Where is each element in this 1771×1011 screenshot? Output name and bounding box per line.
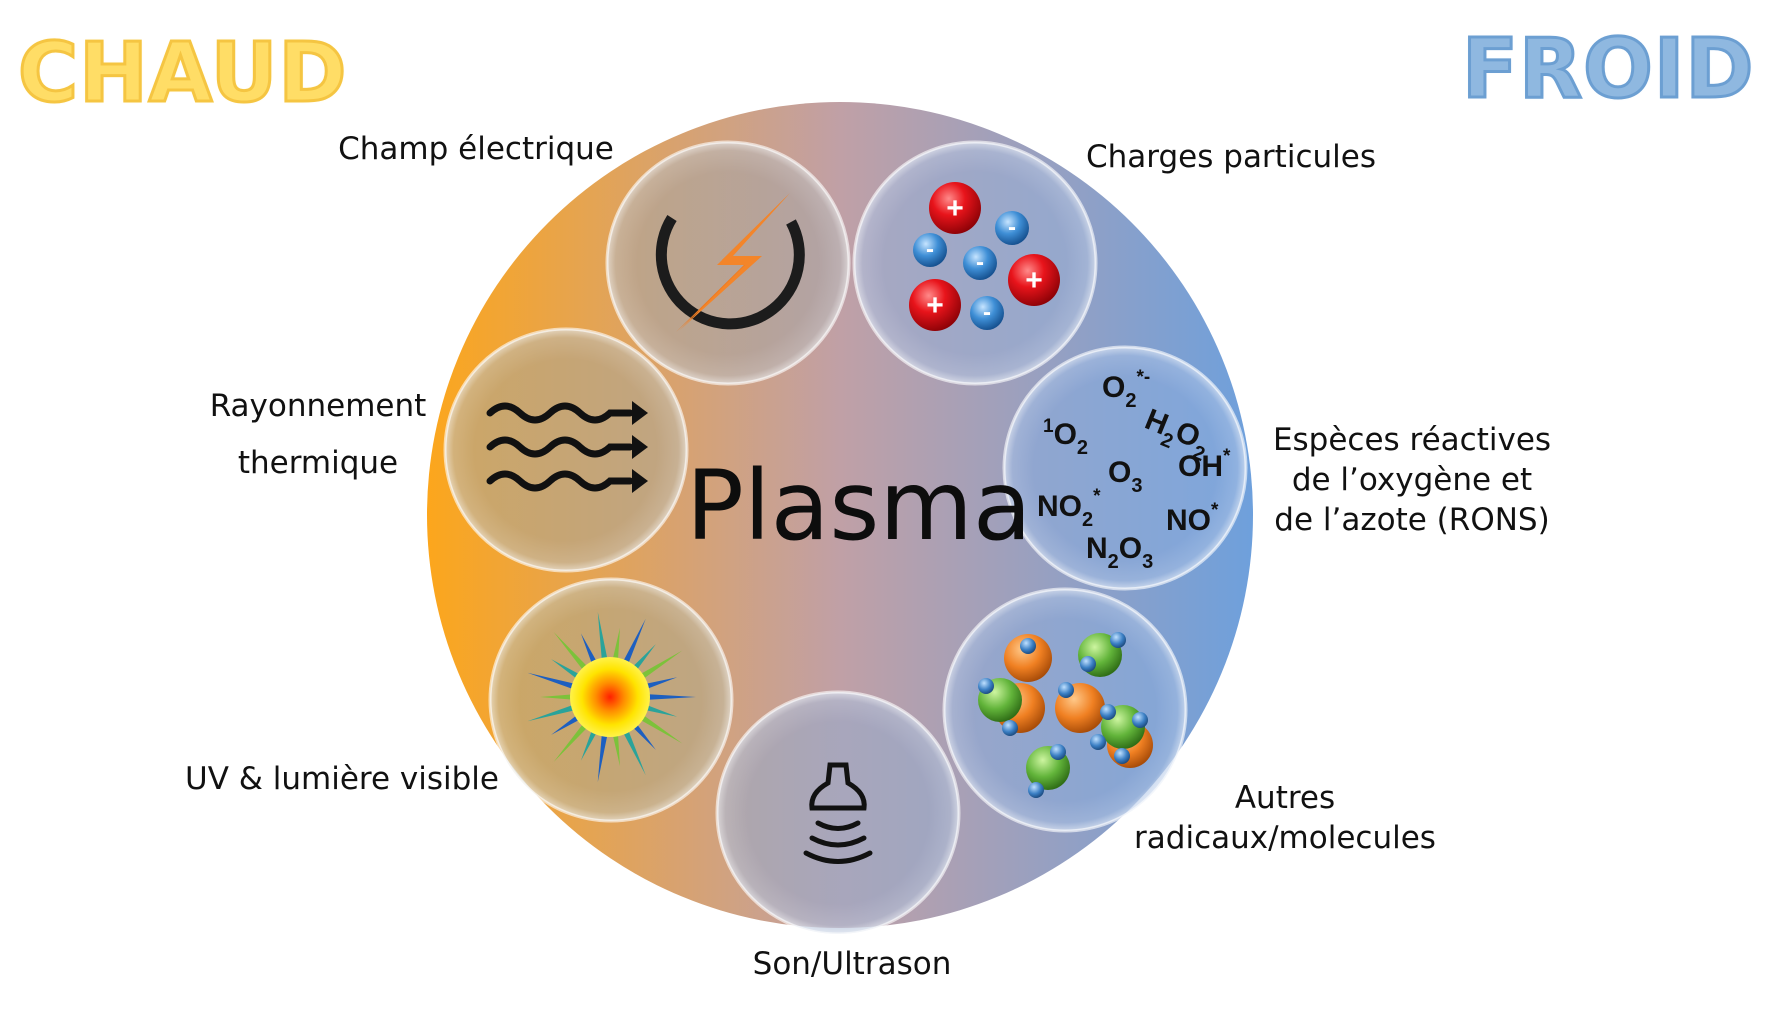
- hydrogen-atom: [1100, 704, 1116, 720]
- bubble-thermal: [443, 327, 689, 573]
- sun-ray: [597, 611, 610, 668]
- hydrogen-atom: [1132, 712, 1148, 728]
- label-sound: Son/Ultrason: [722, 945, 982, 985]
- label-other-radicals: Autres radicaux/molecules: [1120, 778, 1450, 858]
- negative-ion: -: [995, 211, 1029, 245]
- label-line: Rayonnement: [209, 388, 427, 424]
- hydrogen-atom: [1090, 734, 1106, 750]
- negative-ion: -: [963, 246, 997, 280]
- label-line: Son/Ultrason: [752, 946, 952, 982]
- lightning-icon: [655, 193, 805, 332]
- label-line: Autres: [1234, 780, 1336, 816]
- sun-ray: [619, 722, 646, 776]
- rons-species: 1O2: [1043, 416, 1088, 459]
- sun-ray: [639, 693, 696, 701]
- hydrogen-atom: [978, 678, 994, 694]
- ion-sign: -: [926, 236, 934, 263]
- sun-ray: [527, 672, 583, 692]
- bubble-other-radicals: [942, 587, 1188, 833]
- bubble-charged-particles: +---++-: [852, 140, 1098, 386]
- rons-species: NO2*: [1037, 486, 1101, 531]
- label-line: Espèces réactives: [1272, 422, 1552, 458]
- sun-ray: [597, 726, 610, 783]
- ion-sign: +: [1025, 264, 1043, 297]
- label-line: de l’oxygène et: [1291, 462, 1533, 498]
- label-thermal: Rayonnement thermique: [198, 378, 438, 492]
- label-line: radicaux/molecules: [1134, 820, 1436, 856]
- label-charged-particles: Charges particules: [1066, 138, 1396, 178]
- ion-sign: -: [1008, 214, 1016, 241]
- sun-ray: [553, 717, 593, 762]
- ion-sign: +: [926, 289, 944, 322]
- bubble-sound: [715, 690, 961, 936]
- label-line: Champ électrique: [338, 131, 614, 167]
- sun-core: [570, 657, 650, 737]
- label-line: Charges particules: [1086, 139, 1376, 175]
- hydrogen-atom: [1114, 748, 1130, 764]
- label-line: UV & lumière visible: [185, 761, 499, 797]
- label-electric-field: Champ électrique: [326, 130, 626, 170]
- positive-ion: +: [909, 279, 961, 331]
- sun-ray: [553, 632, 593, 677]
- hydrogen-atom: [1080, 656, 1096, 672]
- ions-icon: +---++-: [909, 182, 1060, 331]
- positive-ion: +: [1008, 254, 1060, 306]
- rons-species: O2*-: [1102, 367, 1150, 412]
- sun-ray: [633, 650, 683, 684]
- hydrogen-atom: [1058, 682, 1074, 698]
- bubble-electric-field: [605, 140, 851, 386]
- rons-species: O3: [1108, 456, 1142, 497]
- sun-ray: [633, 710, 683, 744]
- label-uv-light: UV & lumière visible: [172, 760, 512, 800]
- hydrogen-atom: [1050, 744, 1066, 760]
- label-line: de l’azote (RONS): [1274, 502, 1550, 538]
- cold-title: FROID: [1460, 21, 1755, 119]
- sun-ray: [527, 702, 583, 722]
- label-line: thermique: [237, 445, 399, 481]
- sun-ray: [619, 618, 646, 672]
- hydrogen-atom: [1002, 720, 1018, 736]
- rons-species: N2O3: [1086, 532, 1153, 573]
- heat-waves-icon: [486, 401, 648, 493]
- label-rons: Espèces réactives de l’oxygène et de l’azo…: [1262, 420, 1562, 540]
- negative-ion: -: [970, 296, 1004, 330]
- sun-icon: [527, 611, 696, 783]
- ion-sign: +: [946, 192, 964, 225]
- rons-species: NO*: [1166, 500, 1219, 537]
- molecules-icon: [978, 632, 1153, 798]
- ion-sign: -: [976, 249, 984, 276]
- ultrasound-icon: [803, 762, 873, 864]
- negative-ion: -: [913, 233, 947, 267]
- orange-atom: [1004, 634, 1052, 682]
- positive-ion: +: [929, 182, 981, 234]
- ion-sign: -: [983, 299, 991, 326]
- hydrogen-atom: [1020, 638, 1036, 654]
- plasma-center-label: Plasma: [686, 450, 1032, 562]
- bubble-uv-light: [488, 577, 734, 823]
- hydrogen-atom: [1110, 632, 1126, 648]
- hot-title: CHAUD: [16, 25, 348, 123]
- hydrogen-atom: [1028, 782, 1044, 798]
- rons-species: OH*: [1178, 446, 1231, 483]
